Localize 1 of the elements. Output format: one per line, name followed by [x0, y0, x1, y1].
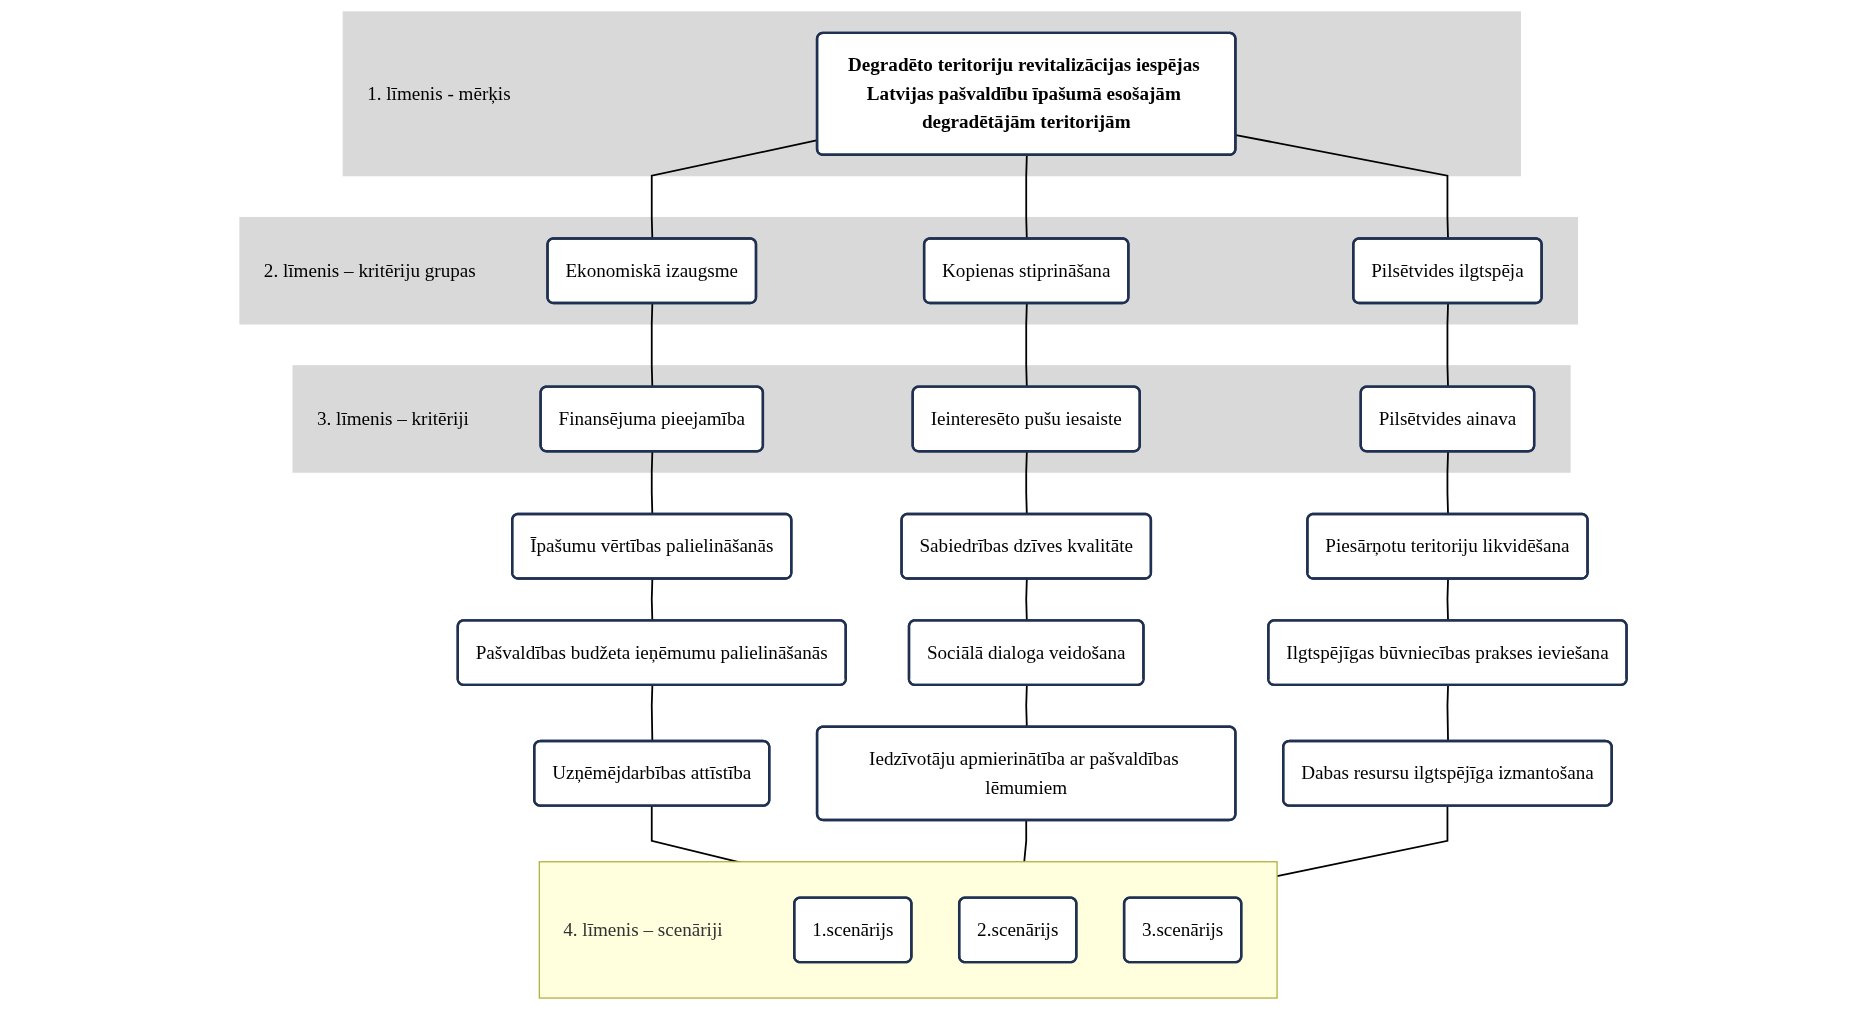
- connector: [1023, 819, 1028, 863]
